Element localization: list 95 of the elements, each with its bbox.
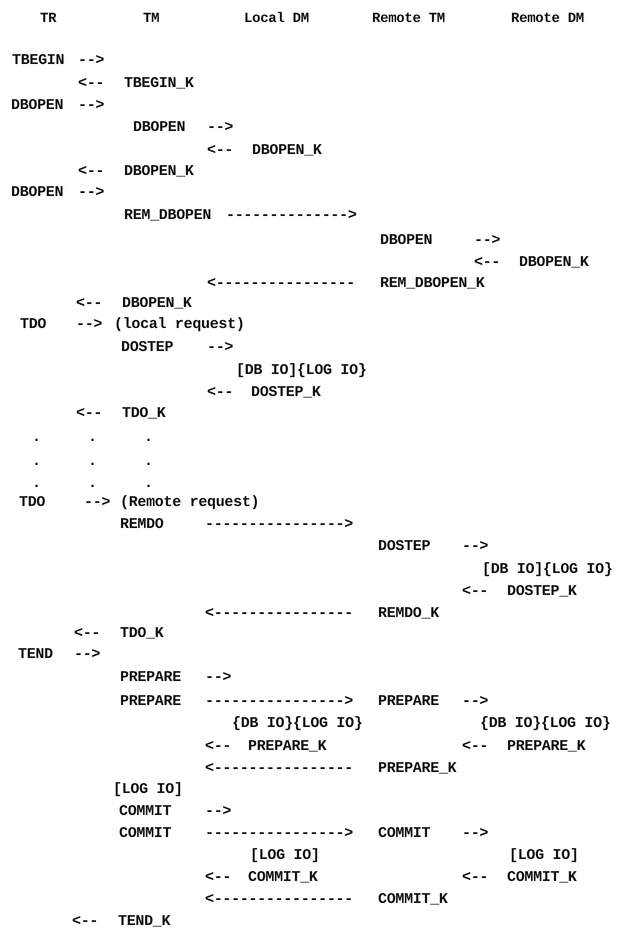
text-arrow: <--: [76, 405, 102, 423]
text-arrow: <--: [74, 625, 100, 643]
text-arrow: <--: [462, 869, 488, 887]
message-name: DOSTEP: [378, 538, 430, 556]
message-name: COMMIT: [119, 803, 172, 821]
message-name: PREPARE: [120, 693, 181, 711]
text-arrow: -->: [462, 825, 488, 843]
message-name: REMDO: [120, 516, 164, 534]
ellipsis-dot: .: [88, 429, 97, 447]
message-name: PREPARE: [120, 669, 181, 687]
column-header: Local DM: [244, 10, 309, 28]
message-name: DBOPEN_K: [252, 142, 322, 160]
text-arrow: <--: [207, 384, 234, 402]
annotation-text: [DB IO]{LOG IO}: [482, 561, 613, 579]
column-header: Remote TM: [372, 10, 445, 28]
column-header: TR: [40, 10, 56, 28]
text-arrow: ---------------->: [205, 516, 353, 534]
message-name: REMDO_K: [378, 605, 439, 623]
message-name: DBOPEN_K: [519, 254, 589, 272]
text-arrow: -->: [462, 693, 488, 711]
annotation-text: [LOG IO]: [509, 847, 579, 865]
message-name: TDO_K: [120, 625, 164, 643]
message-name: COMMIT: [378, 825, 430, 843]
message-name: DBOPEN: [380, 232, 432, 250]
ellipsis-dot: .: [88, 453, 97, 471]
message-name: TBEGIN: [12, 52, 64, 70]
message-name: TEND: [18, 646, 53, 664]
text-arrow: -->: [205, 803, 232, 821]
text-arrow: -->: [207, 119, 234, 137]
annotation-text: {DB IO}{LOG IO}: [232, 715, 363, 733]
message-name: DBOPEN: [11, 184, 64, 202]
text-arrow: <----------------: [207, 275, 355, 293]
column-header: TM: [143, 10, 160, 28]
text-arrow: -------------->: [226, 207, 357, 225]
ellipsis-dot: .: [144, 475, 153, 493]
annotation-text: {DB IO}{LOG IO}: [480, 715, 611, 733]
annotation-text: (local request): [114, 316, 245, 334]
annotation-text: (Remote request): [120, 494, 260, 512]
message-name: DBOPEN: [11, 97, 64, 115]
text-arrow: <----------------: [205, 760, 353, 778]
ellipsis-dot: .: [32, 453, 41, 471]
text-arrow: ---------------->: [205, 825, 353, 843]
text-arrow: -->: [76, 316, 102, 334]
message-name: COMMIT: [119, 825, 172, 843]
message-name: COMMIT_K: [378, 891, 448, 909]
message-name: COMMIT_K: [248, 869, 318, 887]
text-arrow: -->: [474, 232, 500, 250]
message-name: DOSTEP: [121, 339, 174, 357]
text-arrow: -->: [205, 669, 232, 687]
message-name: REM_DBOPEN_K: [380, 275, 484, 293]
text-arrow: <--: [78, 163, 104, 181]
text-arrow: <--: [205, 738, 232, 756]
ellipsis-dot: .: [144, 429, 153, 447]
ellipsis-dot: .: [88, 475, 97, 493]
text-arrow: -->: [462, 538, 488, 556]
text-arrow: <--: [76, 295, 102, 313]
message-name: DOSTEP_K: [507, 583, 577, 601]
text-arrow: <----------------: [205, 605, 353, 623]
message-name: COMMIT_K: [507, 869, 577, 887]
annotation-text: [LOG IO]: [113, 781, 183, 799]
text-arrow: <--: [78, 75, 104, 93]
message-name: DOSTEP_K: [251, 384, 321, 402]
message-name: PREPARE: [378, 693, 439, 711]
text-arrow: -->: [207, 339, 234, 357]
message-name: PREPARE_K: [507, 738, 586, 756]
text-arrow: <----------------: [205, 891, 353, 909]
ellipsis-dot: .: [32, 429, 41, 447]
text-arrow: ---------------->: [205, 693, 353, 711]
text-arrow: <--: [462, 738, 488, 756]
text-arrow: <--: [474, 254, 500, 272]
message-name: PREPARE_K: [378, 760, 456, 778]
message-name: REM_DBOPEN: [124, 207, 212, 225]
text-arrow: <--: [205, 869, 232, 887]
text-arrow: -->: [78, 52, 104, 70]
message-name: TDO: [19, 494, 46, 512]
message-name: DBOPEN_K: [122, 295, 192, 313]
message-name: TDO_K: [122, 405, 166, 423]
text-arrow: -->: [74, 646, 100, 664]
text-arrow: -->: [78, 184, 104, 202]
text-arrow: -->: [78, 97, 104, 115]
message-name: TEND_K: [118, 913, 170, 930]
message-name: DBOPEN_K: [124, 163, 194, 181]
text-arrow: -->: [84, 494, 110, 512]
annotation-text: [LOG IO]: [250, 847, 320, 865]
message-name: PREPARE_K: [248, 738, 326, 756]
message-name: TDO: [20, 316, 46, 334]
column-header: Remote DM: [511, 10, 584, 28]
ellipsis-dot: .: [144, 453, 153, 471]
text-arrow: <--: [462, 583, 488, 601]
text-arrow: <--: [207, 142, 234, 160]
ellipsis-dot: .: [32, 475, 41, 493]
message-name: TBEGIN_K: [124, 75, 194, 93]
annotation-text: [DB IO]{LOG IO}: [236, 362, 367, 380]
message-name: DBOPEN: [133, 119, 186, 137]
text-arrow: <--: [72, 913, 98, 930]
